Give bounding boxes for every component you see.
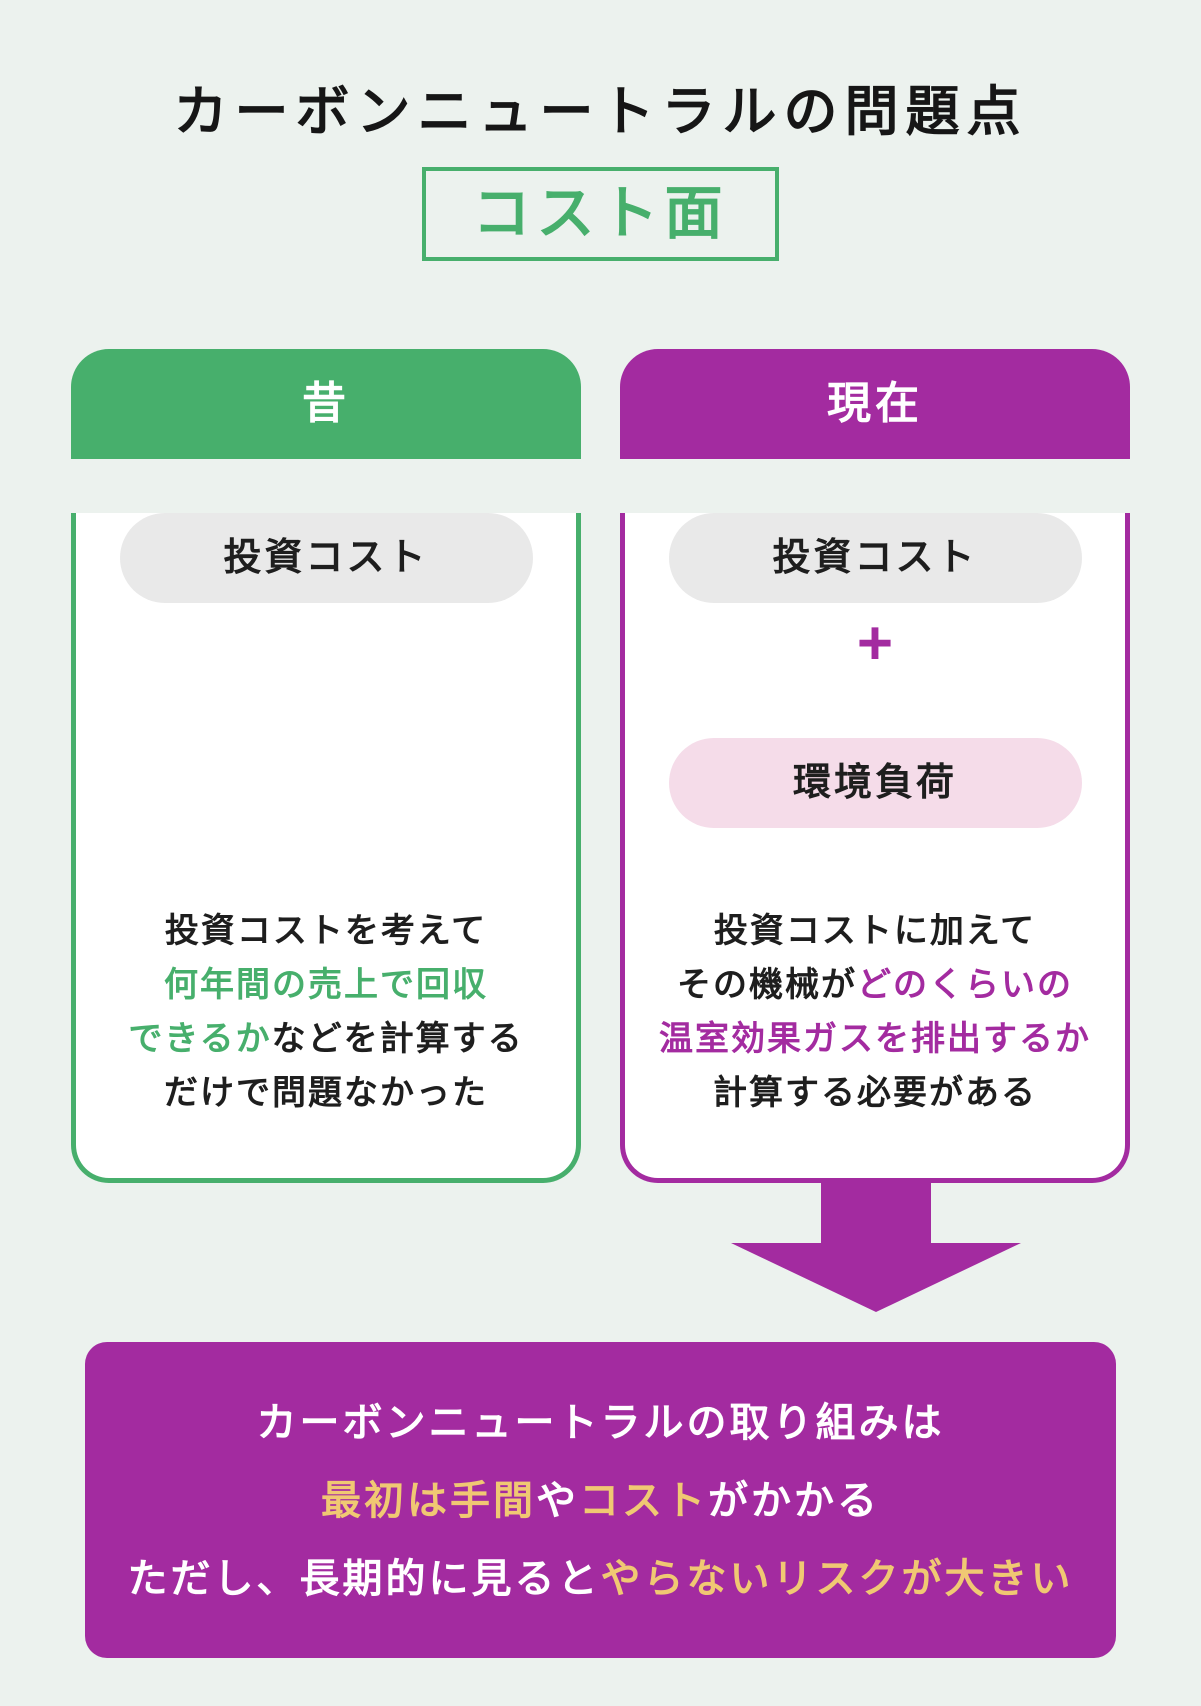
plus-icon: + (856, 609, 894, 678)
page-title: カーボンニュートラルの問題点 (173, 82, 1028, 142)
card-past-body: 投資コスト 投資コストを考えて何年間の売上で回収できるかなどを計算するだけで問題… (71, 513, 581, 1183)
down-arrow-shaft (821, 1183, 931, 1245)
conclusion-banner: カーボンニュートラルの取り組みは最初は手間やコストがかかるただし、長期的に見ると… (85, 1342, 1116, 1658)
card-past-header: 昔 (71, 349, 581, 459)
pill-investment-cost-present: 投資コスト (668, 513, 1082, 603)
pill-environmental-load: 環境負荷 (668, 738, 1082, 828)
conclusion-text: カーボンニュートラルの取り組みは最初は手間やコストがかかるただし、長期的に見ると… (127, 1401, 1074, 1601)
down-arrow (0, 1183, 1201, 1312)
comparison-cards: 昔 投資コスト 投資コストを考えて何年間の売上で回収できるかなどを計算するだけで… (0, 349, 1201, 1183)
card-present-body: 投資コスト + 環境負荷 投資コストに加えてその機械がどのくらいの温室効果ガスを… (620, 513, 1130, 1183)
card-present: 現在 投資コスト + 環境負荷 投資コストに加えてその機械がどのくらいの温室効果… (620, 349, 1130, 1183)
card-past: 昔 投資コスト 投資コストを考えて何年間の売上で回収できるかなどを計算するだけで… (71, 349, 581, 1183)
card-past-description: 投資コストを考えて何年間の売上で回収できるかなどを計算するだけで問題なかった (128, 912, 524, 1112)
pill-investment-cost-past: 投資コスト (119, 513, 533, 603)
card-present-description: 投資コストに加えてその機械がどのくらいの温室効果ガスを排出するか計算する必要があ… (659, 912, 1091, 1112)
down-arrow-head (731, 1243, 1021, 1312)
subtitle-badge: コスト面 (422, 167, 779, 261)
card-present-header: 現在 (620, 349, 1130, 459)
subtitle-text: コスト面 (472, 181, 729, 246)
subtitle-wrap: コスト面 (0, 167, 1201, 261)
